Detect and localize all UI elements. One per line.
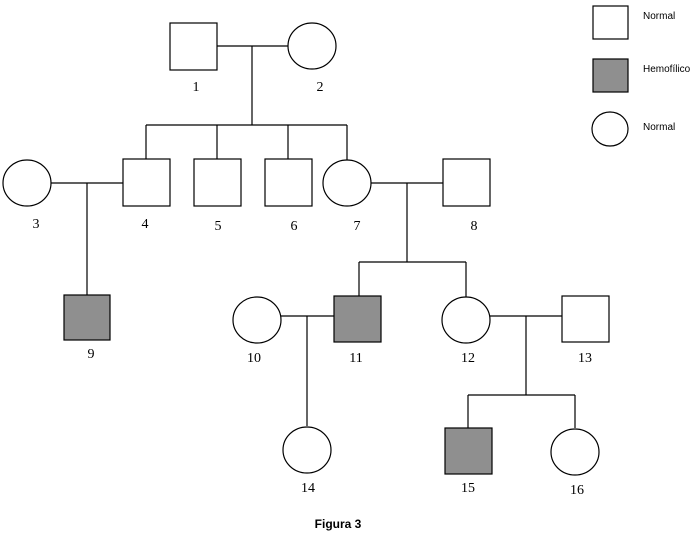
legend-normal-male-symbol [592, 5, 629, 40]
legend: Normal Hemofílico Normal [591, 5, 691, 147]
individual-11-label: 11 [349, 351, 362, 366]
pedigree-lines [51, 45, 576, 428]
individual-4-label: 4 [142, 217, 149, 232]
individual-16-label: 16 [570, 483, 584, 498]
legend-hemophilic-male-symbol [592, 58, 629, 93]
individual-4-male-symbol [122, 158, 171, 207]
individual-5-label: 5 [215, 219, 222, 234]
individual-labels: 1 2 3 4 5 6 7 8 9 10 11 12 13 14 15 16 [33, 80, 593, 498]
individual-7-label: 7 [354, 219, 361, 234]
individual-6-male-symbol [264, 158, 313, 207]
individual-11-male-symbol [333, 295, 382, 343]
individual-5-male-symbol [193, 158, 242, 207]
individual-16-female-symbol [550, 428, 600, 476]
legend-hemophilic-male-label: Hemofílico [643, 64, 691, 75]
individual-10-female-symbol [232, 296, 282, 344]
individual-10-label: 10 [247, 351, 261, 366]
individual-8-label: 8 [471, 219, 478, 234]
individual-13-male-symbol [561, 295, 610, 343]
individual-13-label: 13 [578, 351, 592, 366]
individual-9-male-symbol [63, 294, 111, 341]
figure-caption: Figura 3 [315, 517, 362, 531]
individual-1-male-symbol [169, 22, 218, 71]
individual-6-label: 6 [291, 219, 298, 234]
individual-2-label: 2 [317, 80, 324, 95]
individual-2-female-symbol [287, 22, 337, 70]
individual-1-label: 1 [193, 80, 200, 95]
individual-12-label: 12 [461, 351, 475, 366]
individual-3-female-symbol [2, 159, 52, 207]
individual-12-female-symbol [441, 296, 491, 344]
individual-14-label: 14 [301, 481, 315, 496]
pedigree-individuals [2, 22, 610, 476]
legend-normal-female-label: Normal [643, 122, 675, 133]
individual-7-female-symbol [322, 159, 372, 207]
individual-14-female-symbol [282, 426, 332, 474]
individual-8-male-symbol [442, 158, 491, 207]
legend-normal-male-label: Normal [643, 11, 675, 22]
legend-normal-female-symbol [591, 111, 629, 147]
individual-3-label: 3 [33, 217, 40, 232]
individual-15-label: 15 [461, 481, 475, 496]
individual-9-label: 9 [88, 347, 95, 362]
individual-15-male-symbol [444, 427, 493, 475]
